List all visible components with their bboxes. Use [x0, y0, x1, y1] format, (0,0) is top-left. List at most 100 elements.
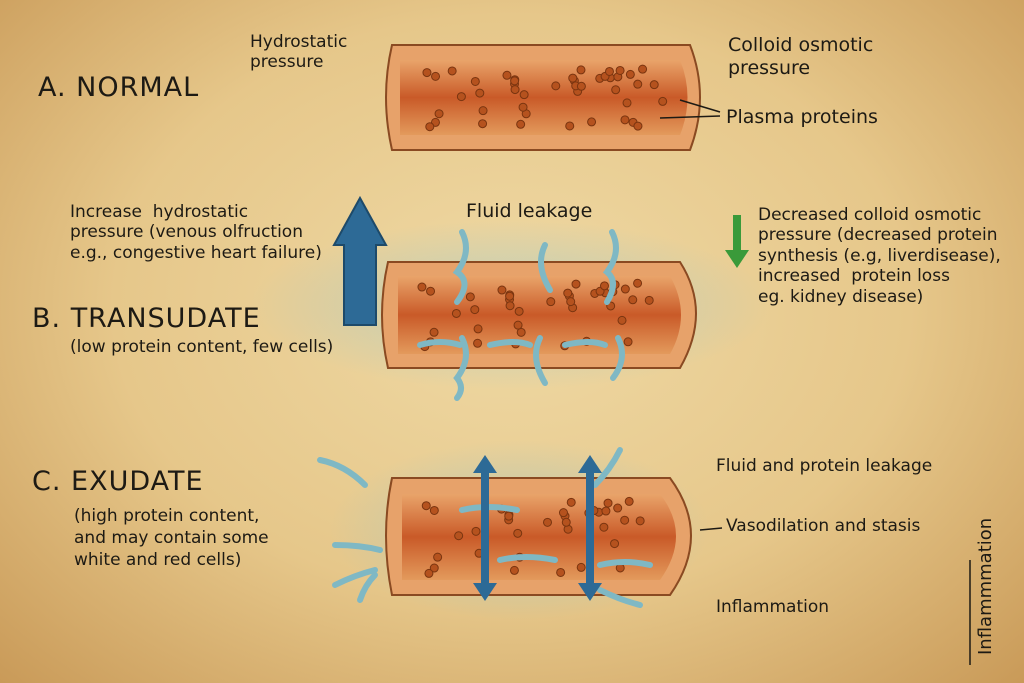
- cell-dot: [504, 511, 514, 521]
- cell-dot: [558, 508, 568, 518]
- cell-dot: [505, 291, 515, 301]
- cell-dot: [628, 295, 638, 305]
- cell-dot: [417, 282, 427, 292]
- cell-dot: [497, 285, 507, 295]
- cell-dot: [568, 73, 578, 83]
- cell-dot: [434, 109, 444, 119]
- hydrostatic-pressure-label: Hydrostatic pressure: [250, 32, 348, 73]
- cell-dot: [561, 517, 571, 527]
- vasodilation-label: Vasodilation and stasis: [726, 516, 921, 536]
- cell-dot: [510, 76, 520, 86]
- cell-dot: [604, 66, 614, 76]
- cell-dot: [502, 70, 512, 80]
- cell-dot: [617, 315, 627, 325]
- cell-dot: [633, 121, 643, 131]
- cell-dot: [447, 66, 457, 76]
- normal-vessel: [385, 44, 701, 151]
- cell-dot: [478, 106, 488, 116]
- up-arrow-icon: [332, 195, 388, 326]
- cell-dot: [478, 119, 488, 129]
- cell-dot: [622, 98, 632, 108]
- cell-dot: [566, 297, 576, 307]
- cell-dot: [473, 338, 483, 348]
- cell-dot: [475, 88, 485, 98]
- cell-dot: [566, 497, 576, 507]
- cell-dot: [571, 279, 581, 289]
- plasma-proteins-label: Plasma proteins: [726, 106, 878, 128]
- cell-dot: [576, 65, 586, 75]
- cell-dot: [610, 539, 620, 549]
- cell-dot: [613, 503, 623, 513]
- cell-dot: [635, 516, 645, 526]
- cell-dot: [625, 69, 635, 79]
- cell-dot: [519, 90, 529, 100]
- cell-dot: [454, 531, 464, 541]
- down-arrow-icon: [725, 215, 749, 268]
- cell-dot: [513, 528, 523, 538]
- cell-dot: [424, 568, 434, 578]
- cell-dot: [633, 79, 643, 89]
- cell-dot: [425, 122, 435, 132]
- cell-dot: [565, 121, 575, 131]
- cell-dot: [633, 278, 643, 288]
- cell-dot: [433, 552, 443, 562]
- cell-dot: [505, 301, 515, 311]
- cell-dot: [543, 517, 553, 527]
- cell-dot: [429, 327, 439, 337]
- cell-dot: [546, 297, 556, 307]
- increase-hydrostatic-label: Increase hydrostatic pressure (venous ol…: [70, 202, 322, 263]
- cell-dot: [429, 505, 439, 515]
- cell-dot: [620, 115, 630, 125]
- cell-dot: [587, 117, 597, 127]
- cell-dot: [510, 85, 520, 95]
- cell-dot: [599, 522, 609, 532]
- cell-dot: [623, 337, 633, 347]
- decreased-colloid-label: Decreased colloid osmotic pressure (decr…: [758, 205, 1001, 307]
- cell-dot: [456, 92, 466, 102]
- cell-dot: [658, 96, 668, 106]
- cell-dot: [649, 80, 659, 90]
- cell-dot: [620, 284, 630, 294]
- cell-dot: [470, 305, 480, 315]
- cell-dot: [422, 68, 432, 78]
- cell-dot: [429, 563, 439, 573]
- cell-dot: [576, 81, 586, 91]
- cell-dot: [470, 76, 480, 86]
- section-a-title: A. NORMAL: [38, 72, 200, 103]
- cell-dot: [556, 567, 566, 577]
- cell-dot: [576, 562, 586, 572]
- cell-dot: [615, 65, 625, 75]
- cell-dot: [638, 64, 648, 74]
- cell-dot: [518, 102, 528, 112]
- cell-dot: [514, 306, 524, 316]
- transudate-vessel: [381, 229, 697, 401]
- cell-dot: [551, 81, 561, 91]
- cell-dot: [599, 281, 609, 291]
- cell-dot: [516, 119, 526, 129]
- fluid-protein-leakage-label: Fluid and protein leakage: [716, 456, 933, 476]
- vertical-inflammation-label: Inflammmation: [975, 517, 996, 655]
- cell-dot: [611, 85, 621, 95]
- cell-dot: [421, 501, 431, 511]
- fluid-leakage-label: Fluid leakage: [466, 200, 593, 222]
- cell-dot: [563, 288, 573, 298]
- exudate-vessel: [317, 447, 692, 608]
- colloid-osmotic-label: Colloid osmotic pressure: [728, 34, 874, 79]
- cell-dot: [513, 320, 523, 330]
- cell-dot: [644, 295, 654, 305]
- cell-dot: [601, 506, 611, 516]
- section-c-subtitle: (high protein content, and may contain s…: [74, 506, 269, 571]
- cell-dot: [431, 71, 441, 81]
- cell-dot: [426, 286, 436, 296]
- cell-dot: [620, 515, 630, 525]
- cell-dot: [471, 526, 481, 536]
- section-c-title: C. EXUDATE: [32, 466, 204, 497]
- cell-dot: [473, 324, 483, 334]
- cell-dot: [451, 308, 461, 318]
- cell-dot: [624, 496, 634, 506]
- inflammation-label: Inflammation: [716, 597, 830, 617]
- cell-dot: [509, 565, 519, 575]
- cell-dot: [465, 292, 475, 302]
- section-b-subtitle: (low protein content, few cells): [70, 337, 334, 357]
